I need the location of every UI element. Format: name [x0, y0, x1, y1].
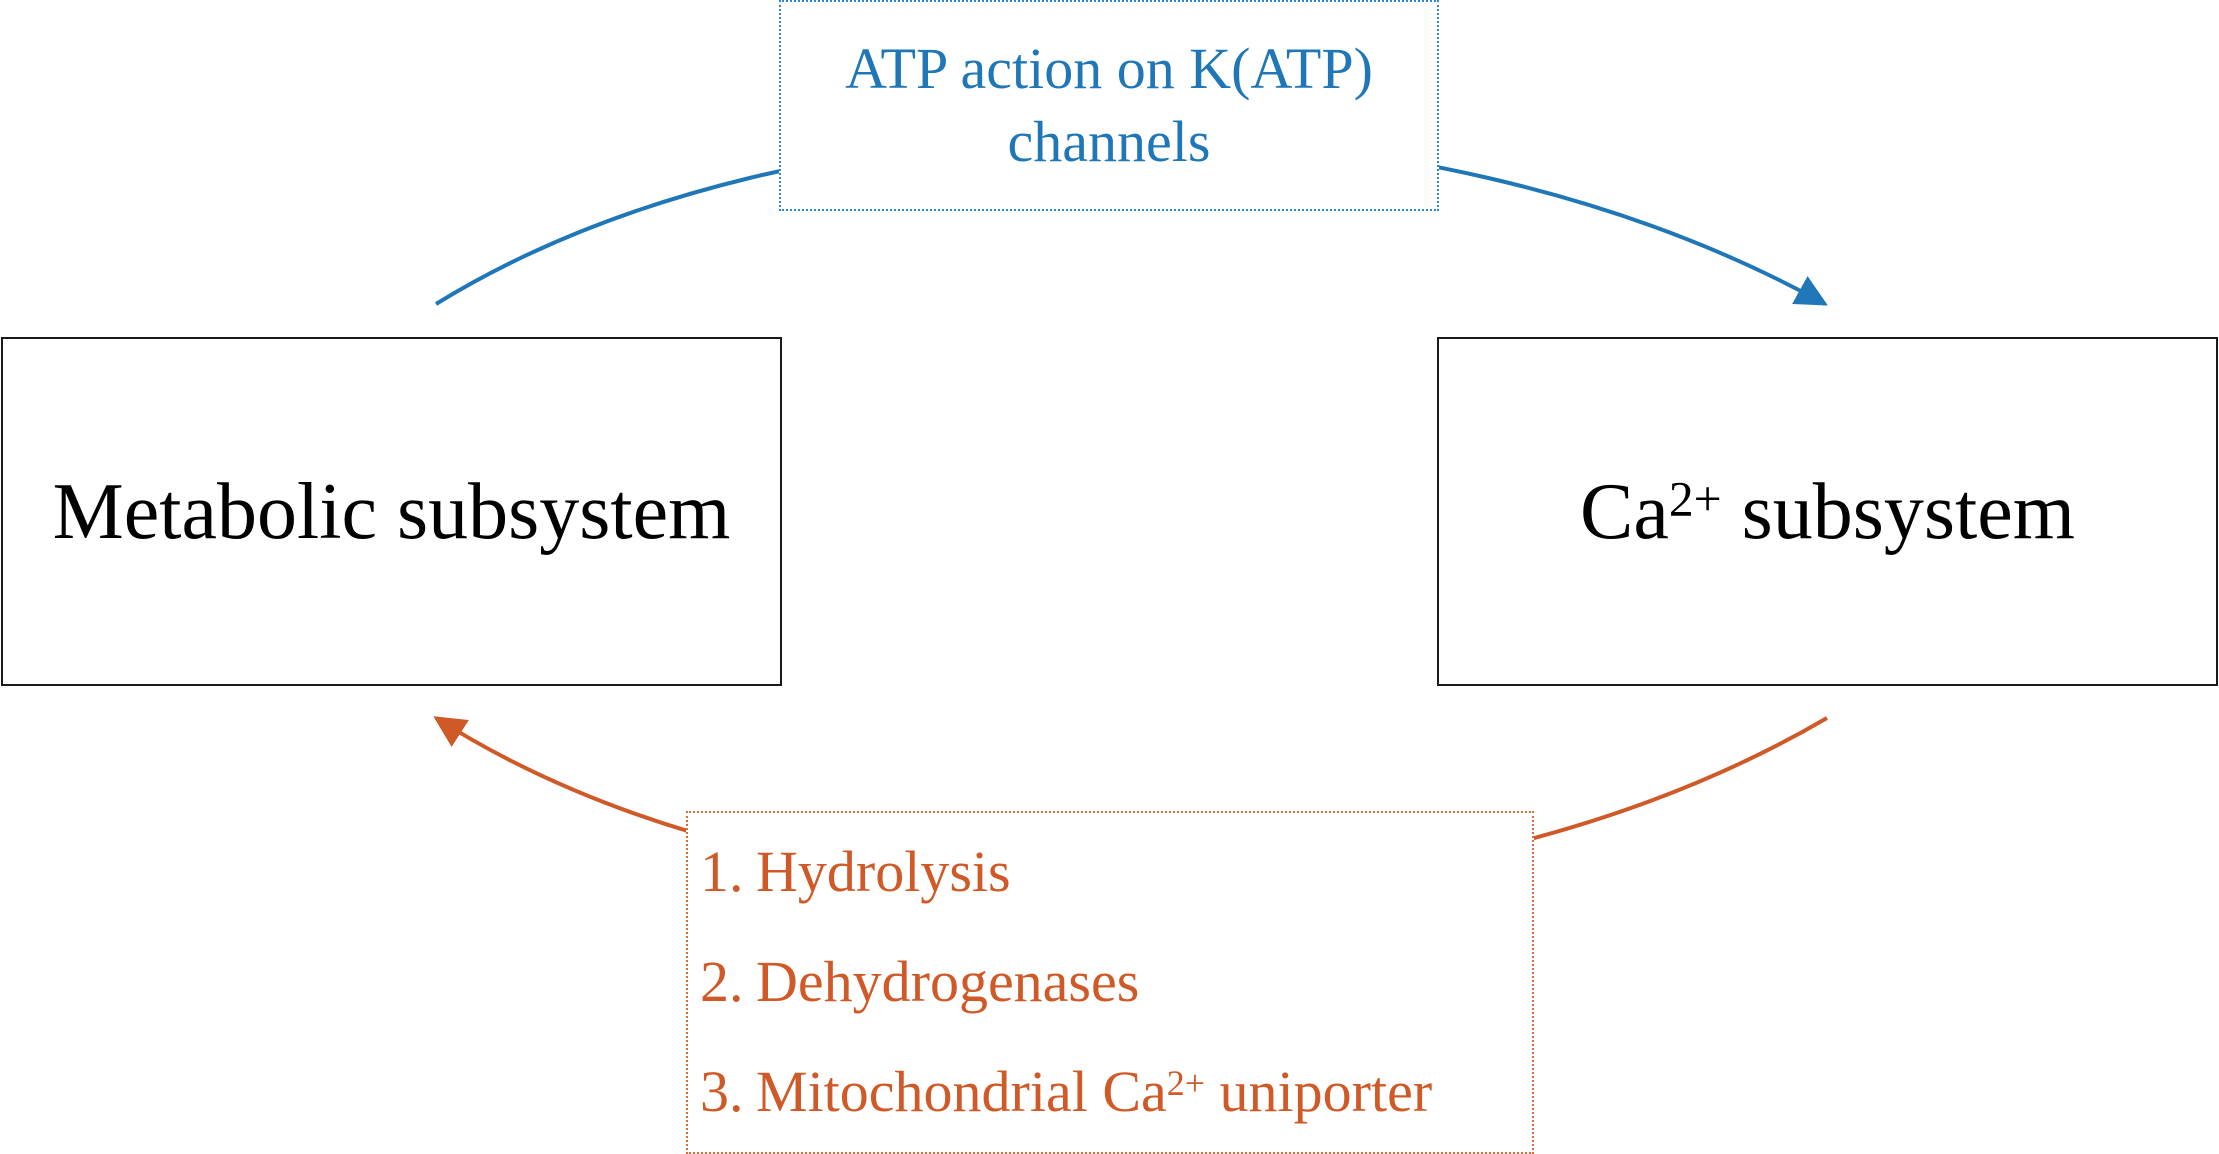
calcium-subsystem-node: Ca2+ subsystem [1437, 337, 2218, 686]
mechanism-text: Hydrolysis [756, 839, 1011, 904]
atp-action-label-box: ATP action on K(ATP) channels [779, 0, 1439, 211]
mechanism-text: Dehydrogenases [756, 949, 1140, 1014]
mechanism-number: 3. [700, 1059, 744, 1124]
feedback-mechanisms-box: 1. Hydrolysis 2. Dehydrogenases 3. Mitoc… [686, 811, 1534, 1154]
calcium-subsystem-label: Ca2+ subsystem [1580, 472, 2075, 552]
mechanism-item: 1. Hydrolysis [700, 843, 1532, 901]
mechanism-text: Mitochondrial Ca2+ uniporter [756, 1063, 1432, 1121]
mechanism-text-suffix: uniporter [1205, 1059, 1433, 1124]
calcium-suffix: subsystem [1721, 467, 2075, 556]
mechanism-number: 2. [700, 949, 744, 1014]
atp-action-label: ATP action on K(ATP) channels [845, 36, 1373, 174]
calcium-superscript: 2+ [1668, 471, 1722, 527]
calcium-prefix: Ca [1579, 467, 1669, 556]
mechanism-item: 2. Dehydrogenases [700, 953, 1532, 1011]
mechanism-text-prefix: Mitochondrial Ca [756, 1059, 1167, 1124]
mechanism-item: 3. Mitochondrial Ca2+ uniporter [700, 1063, 1532, 1121]
metabolic-subsystem-label: Metabolic subsystem [52, 467, 731, 556]
metabolic-subsystem-node: Metabolic subsystem [1, 337, 782, 686]
mechanism-superscript: 2+ [1166, 1062, 1206, 1103]
mechanism-number: 1. [700, 839, 744, 904]
